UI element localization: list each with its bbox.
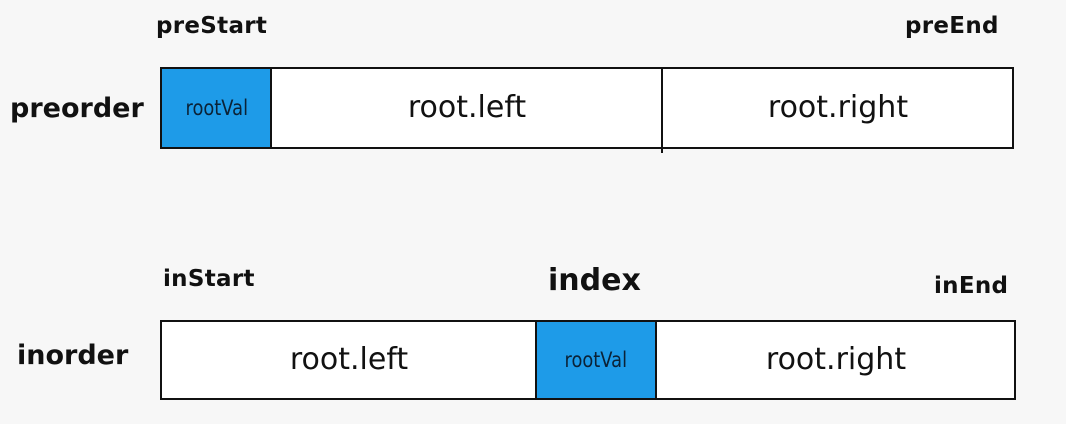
instart-pointer-label: inStart bbox=[163, 266, 255, 292]
preorder-right-text: root.right bbox=[767, 90, 909, 125]
preorder-left-subtree-cell: root.left bbox=[272, 69, 662, 147]
inorder-left-subtree-cell: root.left bbox=[162, 322, 536, 398]
inend-pointer-label: inEnd bbox=[934, 273, 1009, 299]
preend-pointer-label: preEnd bbox=[905, 13, 999, 39]
prestart-pointer-label: preStart bbox=[156, 13, 268, 39]
inorder-right-text: root.right bbox=[765, 342, 907, 377]
preorder-divider-root bbox=[270, 69, 272, 147]
preorder-divider-left-right bbox=[661, 69, 663, 153]
preorder-left-text: root.left bbox=[407, 90, 527, 125]
preorder-array-bar: rootVal root.left root.right bbox=[160, 67, 1014, 153]
inorder-array-bar: root.left rootVal root.right bbox=[160, 320, 1016, 400]
inorder-rootval-text: rootVal bbox=[564, 347, 628, 372]
preorder-rootval-text: rootVal bbox=[185, 95, 248, 120]
inorder-rootval-cell: rootVal bbox=[537, 322, 655, 398]
preorder-rootval-cell: rootVal bbox=[162, 69, 271, 147]
inorder-row-label: inorder bbox=[17, 340, 129, 371]
inorder-divider-root-right bbox=[655, 322, 657, 398]
preorder-right-subtree-cell: root.right bbox=[664, 69, 1012, 147]
index-pointer-label: index bbox=[548, 263, 641, 298]
inorder-divider-left-root bbox=[535, 322, 537, 398]
inorder-left-text: root.left bbox=[289, 342, 409, 377]
preorder-row-label: preorder bbox=[10, 93, 144, 124]
inorder-right-subtree-cell: root.right bbox=[658, 322, 1014, 398]
